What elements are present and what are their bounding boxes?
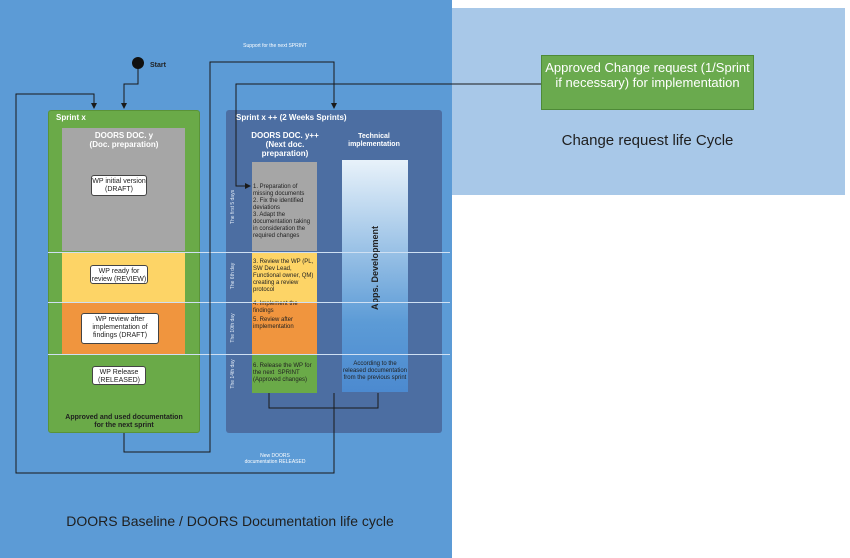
apps-development-note: According to the released documentation … (342, 361, 408, 381)
step-text-prep: 1. Preparation of missing documents 2. F… (253, 184, 311, 239)
state-card-draft: WP review after implementation of findin… (81, 313, 159, 344)
step-review-stage (252, 252, 317, 303)
step-text-review: 3. Review the WP (PL, SW Dev Lead, Funct… (253, 259, 314, 314)
support-arrow (123, 61, 337, 453)
start-node (132, 57, 144, 69)
state-card-review: WP ready for review (REVIEW) (90, 265, 148, 284)
doc-y-title: DOORS DOC. y (Doc. preparation) (89, 131, 159, 149)
sprint-x-label: Sprint x (56, 113, 86, 122)
sprint-x-footer: Approved and used documentation for the … (65, 414, 183, 429)
released-label: New DOORS documentation RELEASED (244, 453, 306, 465)
row-divider (48, 302, 450, 303)
row-divider (48, 252, 450, 253)
row-divider (48, 354, 450, 355)
step-text-release: 6. Release the WP for the next SPRINT (A… (253, 363, 314, 383)
start-label: Start (150, 62, 166, 69)
change-request-box: Approved Change request (1/Sprint if nec… (541, 55, 754, 110)
page-title: DOORS Baseline / DOORS Documentation lif… (66, 513, 394, 529)
step-release-stage (252, 355, 317, 393)
release-loop-arrow (15, 93, 335, 474)
state-card-initial: WP initial version (DRAFT) (91, 175, 147, 196)
bracket (268, 393, 379, 409)
state-card-released: WP Release (RELEASED) (92, 366, 146, 385)
step-text-after-review: 5. Review after implementation (253, 317, 295, 330)
change-request-title: Change request life Cycle (561, 132, 734, 149)
support-label: Support for the next SPRINT (243, 43, 307, 49)
change-request-arrow (235, 83, 541, 189)
tech-implementation-title: Technical implementation (348, 133, 400, 148)
step-after-review-stage (252, 303, 317, 355)
doc-y-next-title: DOORS DOC. y++ (Next doc. preparation) (251, 131, 319, 158)
sprint-next-label: Sprint x ++ (2 Weeks Sprints) (236, 113, 347, 122)
start-arrow (121, 64, 139, 109)
apps-development-column (342, 160, 408, 392)
step-prep-stage (252, 162, 317, 251)
